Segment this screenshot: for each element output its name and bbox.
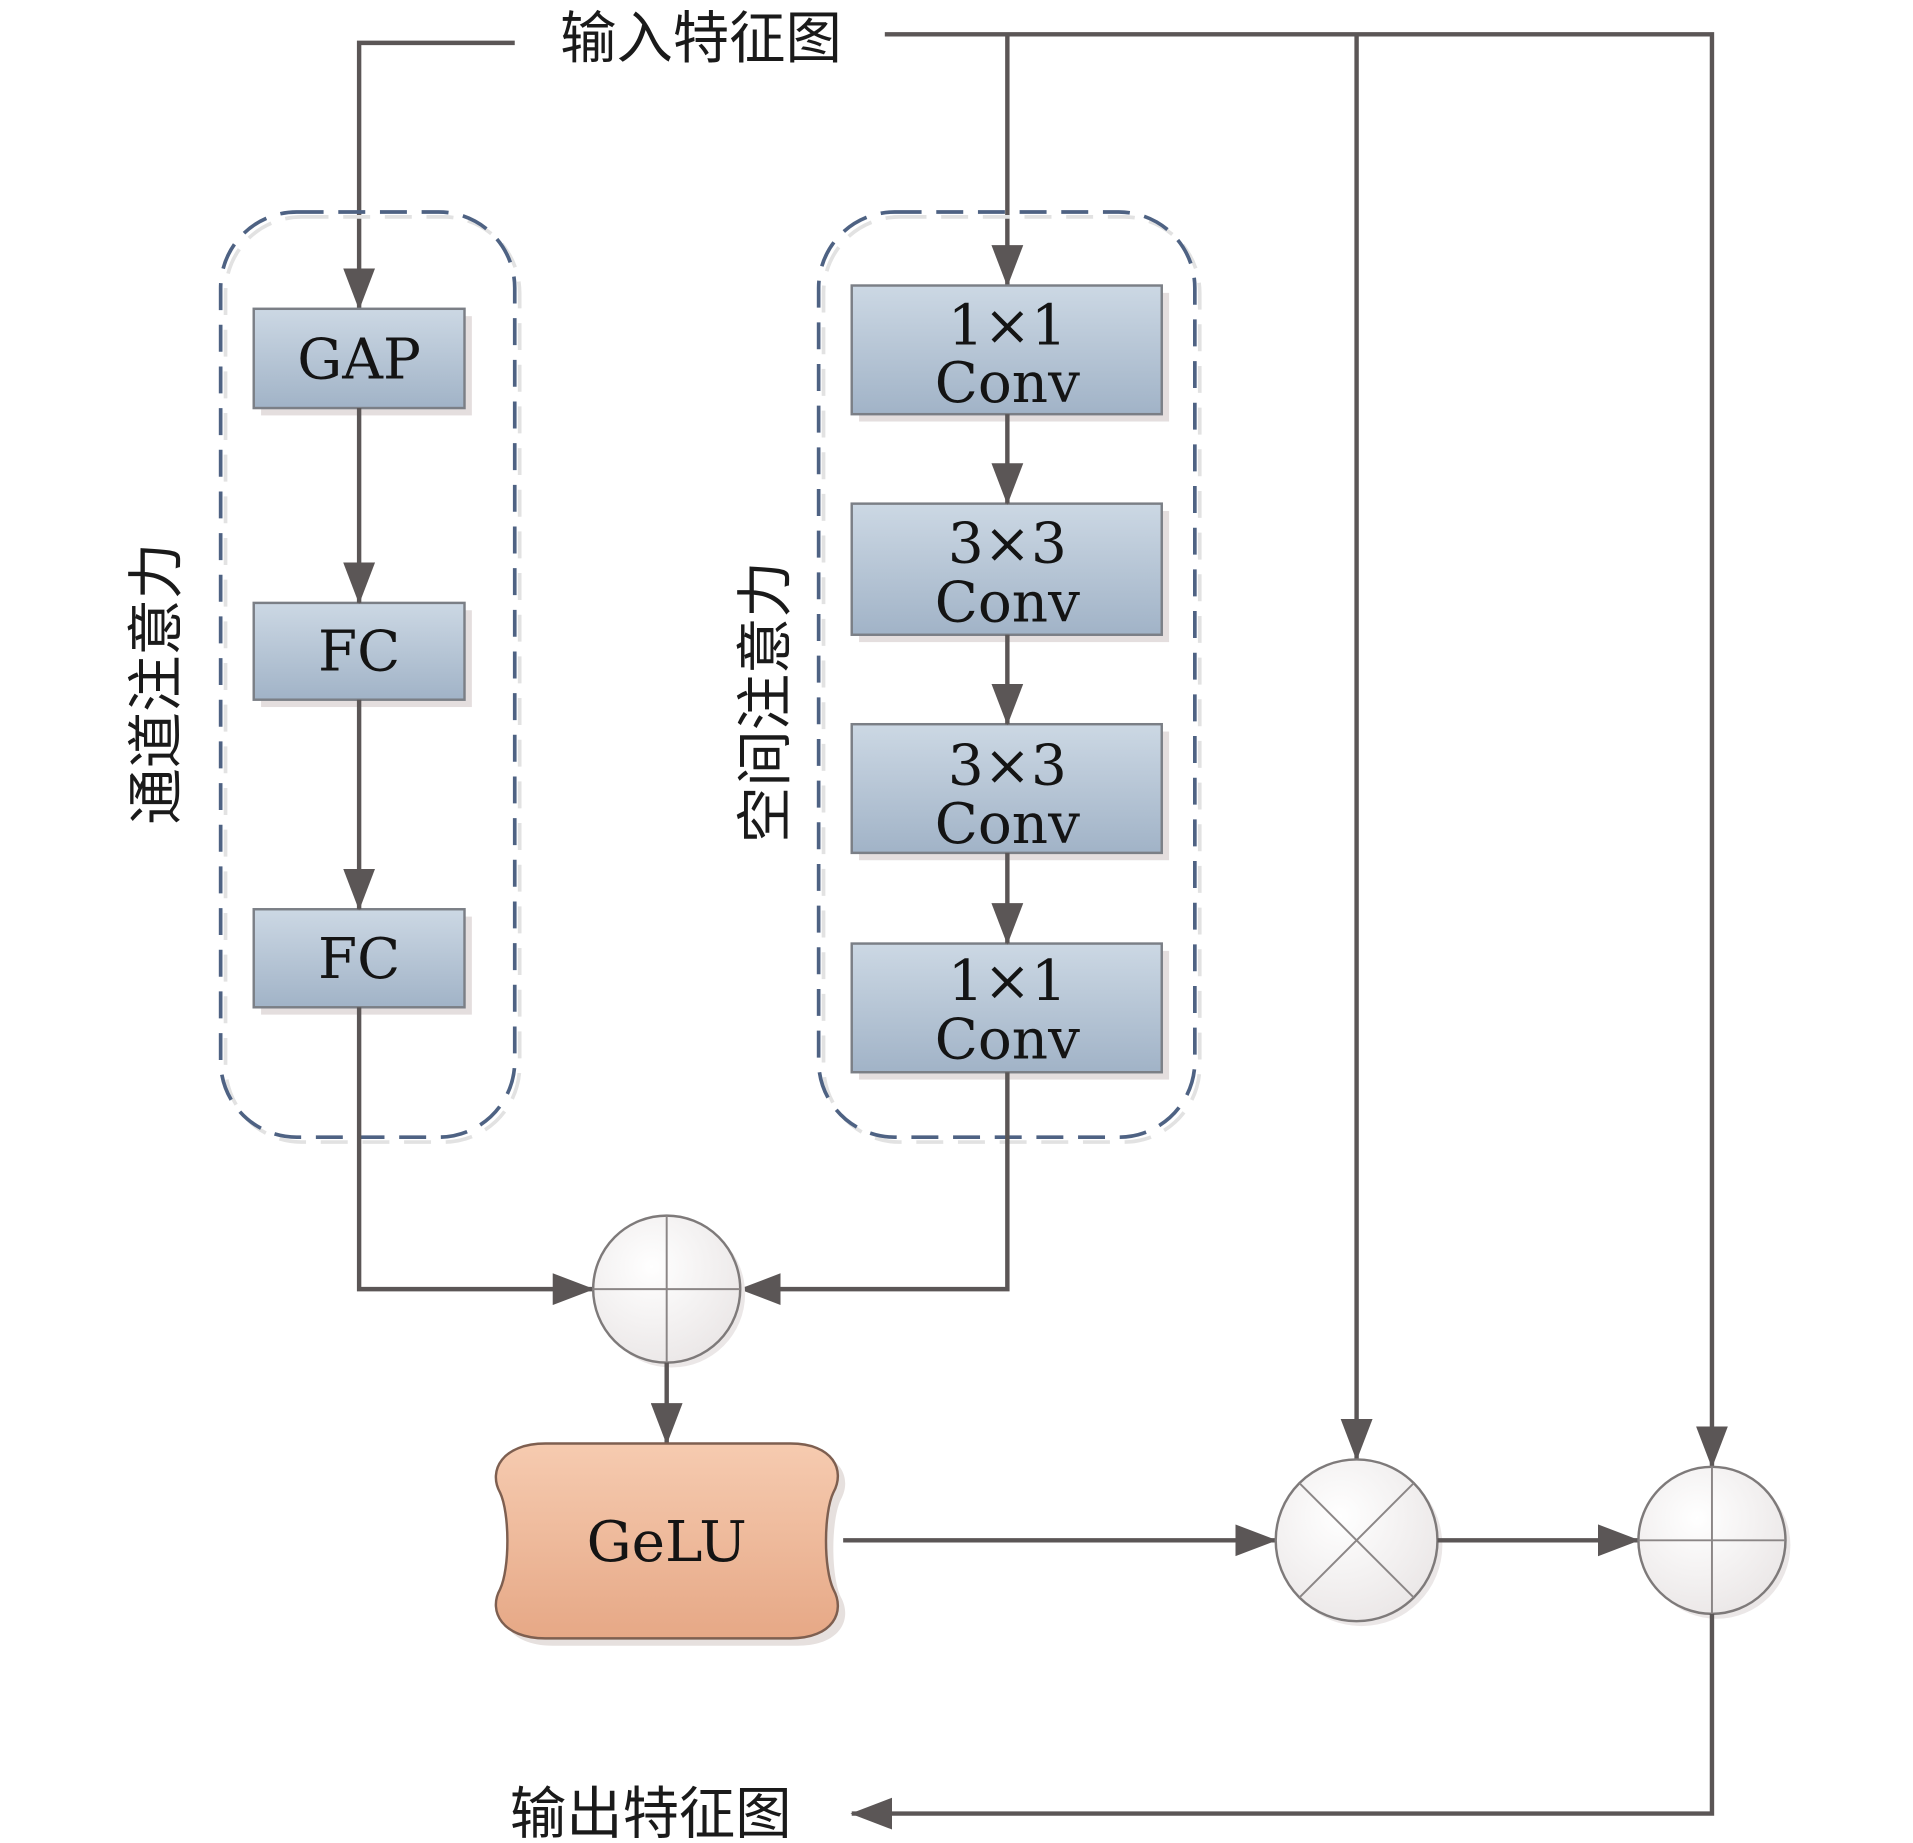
add-icon: [591, 1214, 746, 1368]
conv-block-1-op: Conv: [935, 351, 1080, 416]
spatial-to-add-line: [738, 1072, 1010, 1306]
gap-block-box: [252, 307, 466, 410]
spatial-attention-label: 空间注意力: [733, 561, 798, 843]
input-trunk-line: [884, 32, 1728, 1469]
add-icon: [1637, 1465, 1791, 1619]
conv-block-4-op: Conv: [935, 1008, 1080, 1073]
channel-attention-frame: [218, 210, 517, 1140]
conv-block-3-kernel: 3×3: [948, 733, 1067, 798]
fc-block-1-label: FC: [318, 619, 400, 684]
gelu-block: GeLU: [494, 1442, 846, 1646]
input-to-gap-line: [343, 40, 515, 311]
conv-block-4-kernel: 1×1: [948, 949, 1067, 1014]
channel-attention-frame-shadow: [223, 215, 522, 1144]
conv-block-3-op: Conv: [935, 792, 1080, 857]
conv-block-4: 1×1 Conv: [850, 942, 1170, 1080]
conv-block-2-kernel: 3×3: [948, 511, 1067, 576]
channel-attention-label: 通道注意力: [124, 543, 189, 825]
fc-block-1-box: [252, 601, 466, 701]
conv-block-3-box: [850, 722, 1163, 855]
gap-block: GAP: [252, 307, 472, 416]
conv-block-3: 3×3 Conv: [850, 722, 1170, 861]
channel-to-add-line: [356, 1007, 595, 1306]
conv-block-1-box: [850, 284, 1163, 416]
spatial-attention-frame-shadow: [821, 215, 1202, 1144]
channel-attention-group: 通道注意力 GAP FC FC: [124, 210, 522, 1144]
fc-block-2: FC: [252, 908, 472, 1015]
multiply-diagonal-2: [1298, 1482, 1415, 1599]
conv-block-2: 3×3 Conv: [850, 502, 1170, 643]
gelu-block-label: GeLU: [587, 1510, 747, 1575]
output-feature-map-label: 输出特征图: [510, 1782, 792, 1843]
input-feature-map-label: 输入特征图: [560, 7, 842, 72]
fc-block-2-box: [252, 908, 466, 1009]
fc-block-2-label: FC: [318, 927, 400, 992]
conv-block-2-op: Conv: [935, 570, 1080, 635]
gelu-block-shape: [494, 1442, 839, 1640]
add2-to-output-line: [850, 1613, 1715, 1830]
gap-block-label: GAP: [297, 328, 421, 393]
conv-block-1: 1×1 Conv: [850, 284, 1170, 422]
spatial-attention-group: 空间注意力 1×1 Conv 3×3 Conv 3×3 Conv 1×1 Con…: [733, 210, 1202, 1144]
conv-block-1-kernel: 1×1: [948, 293, 1067, 358]
fc-block-1: FC: [252, 601, 472, 708]
conv-block-2-box: [850, 502, 1163, 636]
multiply-icon: [1274, 1458, 1443, 1627]
